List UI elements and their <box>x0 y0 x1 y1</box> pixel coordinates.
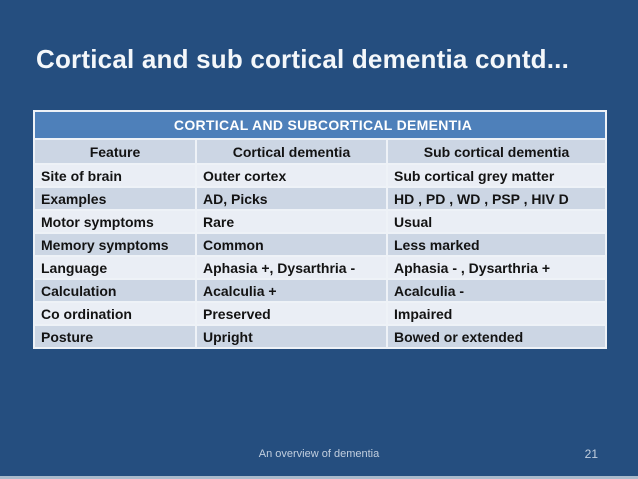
table-cell: Aphasia +, Dysarthria - <box>195 255 388 280</box>
comparison-table-container: CORTICAL AND SUBCORTICAL DEMENTIA Featur… <box>32 110 608 349</box>
table-cell: AD, Picks <box>195 186 388 211</box>
table-column-header-row: Feature Cortical dementia Sub cortical d… <box>33 138 608 165</box>
table-row: Language Aphasia +, Dysarthria - Aphasia… <box>33 255 608 280</box>
table-cell: Impaired <box>385 301 608 326</box>
table-cell: Examples <box>33 186 197 211</box>
table-title-row: CORTICAL AND SUBCORTICAL DEMENTIA <box>32 110 608 140</box>
table-cell: Usual <box>385 209 608 234</box>
table-cell: Memory symptoms <box>33 232 197 257</box>
comparison-table: CORTICAL AND SUBCORTICAL DEMENTIA Featur… <box>32 110 608 349</box>
table-cell: Common <box>195 232 388 257</box>
table-row: Posture Upright Bowed or extended <box>33 324 608 349</box>
table-cell: Sub cortical grey matter <box>385 163 608 188</box>
table-cell: Rare <box>195 209 388 234</box>
table-row: Calculation Acalculia + Acalculia - <box>33 278 608 303</box>
table-cell: Aphasia - , Dysarthria + <box>385 255 608 280</box>
table-row: Examples AD, Picks HD , PD , WD , PSP , … <box>33 186 608 211</box>
table-cell: Acalculia - <box>385 278 608 303</box>
table-cell: Co ordination <box>33 301 197 326</box>
column-header-feature: Feature <box>33 138 197 165</box>
bottom-edge-strip <box>0 476 638 479</box>
table-row: Memory symptoms Common Less marked <box>33 232 608 257</box>
table-row: Site of brain Outer cortex Sub cortical … <box>33 163 608 188</box>
table-cell: Bowed or extended <box>385 324 608 349</box>
table-cell: Site of brain <box>33 163 197 188</box>
table-title: CORTICAL AND SUBCORTICAL DEMENTIA <box>32 110 608 140</box>
slide-page-number: 21 <box>584 447 598 461</box>
table-cell: Motor symptoms <box>33 209 197 234</box>
table-cell: Upright <box>195 324 388 349</box>
table-cell: Acalculia + <box>195 278 388 303</box>
table-cell: HD , PD , WD , PSP , HIV D <box>385 186 608 211</box>
table-cell: Less marked <box>385 232 608 257</box>
table-cell: Calculation <box>33 278 197 303</box>
table-cell: Preserved <box>195 301 388 326</box>
footer-deck-title: An overview of dementia <box>258 448 380 460</box>
column-header-cortical: Cortical dementia <box>195 138 388 165</box>
table-cell: Outer cortex <box>195 163 388 188</box>
slide-title: Cortical and sub cortical dementia contd… <box>36 44 570 74</box>
table-cell: Posture <box>33 324 197 349</box>
table-cell: Language <box>33 255 197 280</box>
table-row: Co ordination Preserved Impaired <box>33 301 608 326</box>
column-header-subcortical: Sub cortical dementia <box>385 138 608 165</box>
table-row: Motor symptoms Rare Usual <box>33 209 608 234</box>
